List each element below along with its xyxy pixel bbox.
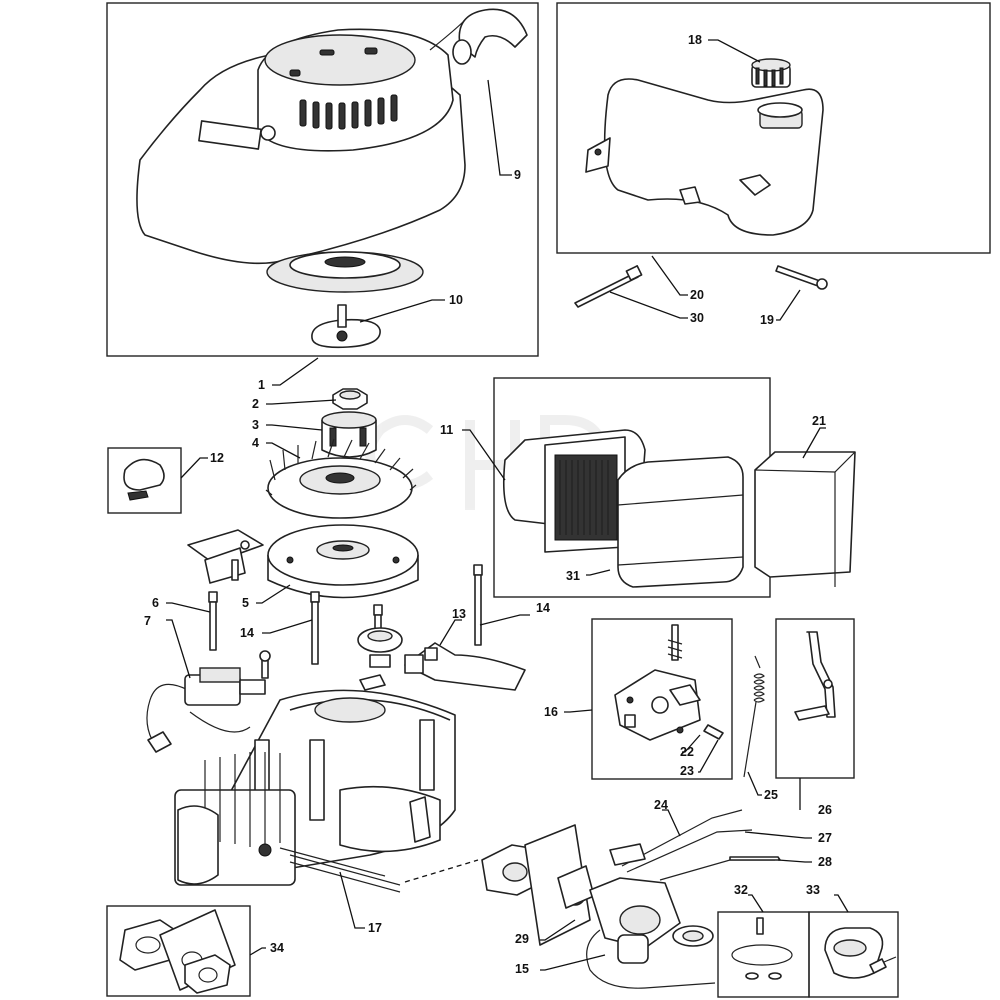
callout-1: 1 [258, 378, 265, 392]
callout-25: 25 [764, 788, 778, 802]
flywheel-5 [267, 524, 419, 599]
callout-16: 16 [544, 705, 558, 719]
callout-32: 32 [734, 883, 748, 897]
callout-21: 21 [812, 414, 826, 428]
throttle-lever-26 [794, 631, 836, 721]
flywheel-nut-2 [332, 388, 368, 410]
control-bracket-box [591, 618, 733, 780]
callout-14-left: 14 [240, 626, 254, 640]
callout-27: 27 [818, 831, 832, 845]
float-kit-32 [731, 917, 793, 980]
carburetor-assembly [481, 824, 716, 989]
callout-9: 9 [514, 168, 521, 182]
callout-5: 5 [242, 596, 249, 610]
clamp-33 [824, 927, 897, 979]
callout-22: 22 [680, 745, 694, 759]
callout-13: 13 [452, 607, 466, 621]
air-filter-assembly [502, 429, 744, 588]
bolt-14-right [473, 564, 483, 646]
callout-2: 2 [252, 397, 259, 411]
long-bolt-17 [279, 847, 401, 893]
bolt-30 [574, 265, 643, 308]
clamp-box [808, 911, 899, 998]
callout-3: 3 [252, 418, 259, 432]
callout-23: 23 [680, 764, 694, 778]
gasket-kit-box [106, 905, 251, 997]
bolt-6 [208, 591, 218, 651]
callout-18: 18 [688, 33, 702, 47]
cooling-fan-4 [265, 438, 417, 519]
callout-19: 19 [760, 313, 774, 327]
callout-29: 29 [515, 932, 529, 946]
callout-17: 17 [368, 921, 382, 935]
governor-spring-25 [743, 655, 765, 778]
callout-6: 6 [152, 596, 159, 610]
foam-filter-21 [754, 451, 856, 587]
part-12-box [107, 447, 182, 514]
throttle-lever-box [775, 618, 855, 779]
fuel-tank-assembly [585, 58, 824, 236]
callout-34: 34 [270, 941, 284, 955]
callout-11: 11 [440, 423, 453, 437]
callout-24: 24 [654, 798, 668, 812]
callout-7: 7 [144, 614, 151, 628]
recoil-starter-assembly [136, 8, 528, 349]
callout-10: 10 [449, 293, 463, 307]
callout-12: 12 [210, 451, 224, 465]
baffle-bracket [187, 529, 264, 584]
control-bracket-assembly [614, 624, 724, 741]
governor-rods [621, 809, 781, 881]
governor-plate [404, 642, 526, 691]
bolt-14-left [310, 591, 320, 665]
callout-15: 15 [515, 962, 529, 976]
governor-arm-13 [357, 604, 403, 691]
callout-31: 31 [566, 569, 580, 583]
fuel-tank-box [556, 2, 991, 254]
recoil-starter-box [106, 2, 539, 357]
callout-4: 4 [252, 436, 259, 450]
starter-cup-3 [321, 411, 377, 458]
ignition-coil-7 [146, 650, 271, 753]
callout-30: 30 [690, 311, 704, 325]
gasket-kit-34 [119, 909, 236, 994]
callout-26: 26 [818, 803, 832, 817]
callout-28: 28 [818, 855, 832, 869]
engine-block [174, 689, 456, 886]
pin-19 [775, 265, 828, 290]
callout-33: 33 [806, 883, 820, 897]
callout-14-right: 14 [536, 601, 550, 615]
callout-20: 20 [690, 288, 704, 302]
part-12 [123, 458, 165, 501]
